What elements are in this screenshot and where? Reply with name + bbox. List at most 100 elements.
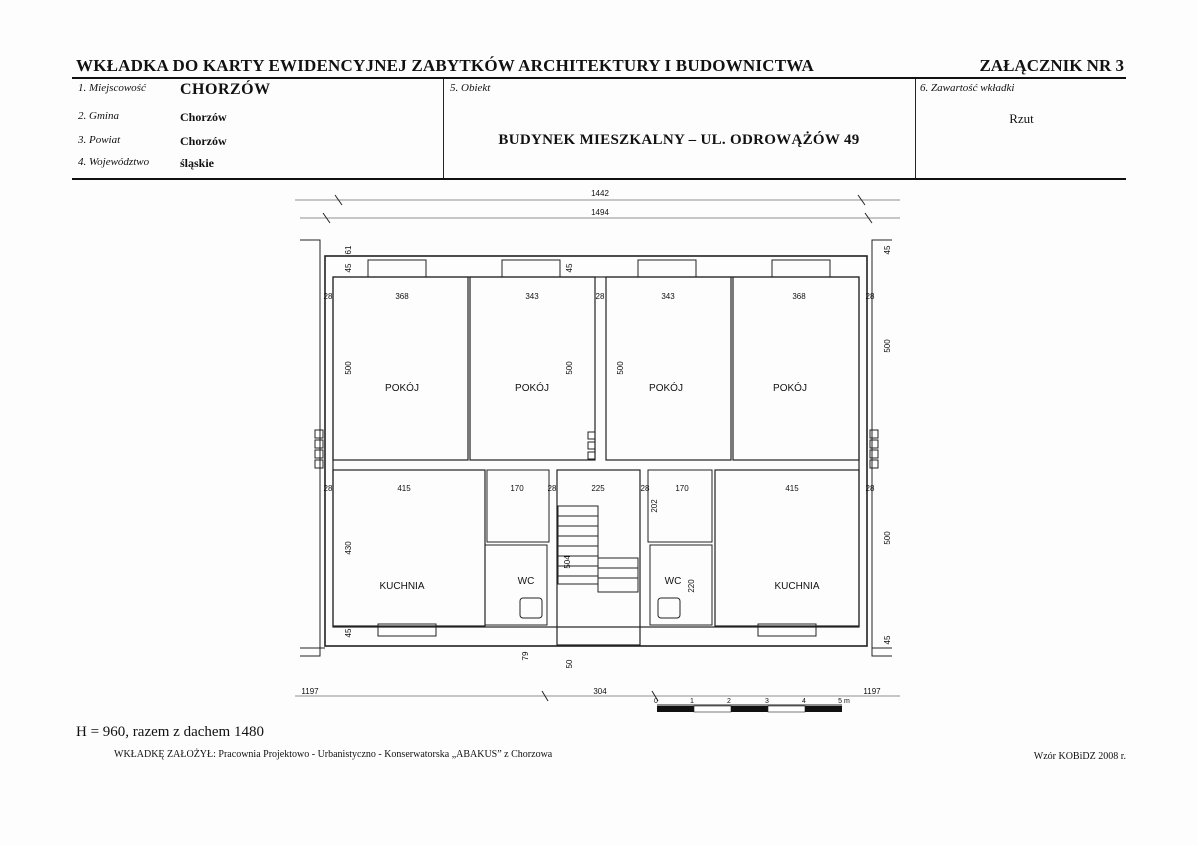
dimension-label: 28 [324,292,333,301]
column-divider [443,79,444,178]
dimension-tick [864,212,873,224]
window [771,259,831,278]
dimension-tick [857,194,866,206]
sheet-title: WKŁADKA DO KARTY EWIDENCYJNEJ ZABYTKÓW A… [76,56,815,75]
dimension-label: 1197 [863,687,881,696]
dimension-label: 45 [344,628,353,637]
dimension-label: 28 [548,484,557,493]
room-outline [469,276,596,461]
voivodeship-label: 4. Województwo [78,156,150,168]
dimension-label: 79 [521,651,530,660]
locality-label: 1. Miejscowość [78,82,146,94]
annex-number: ZAŁĄCZNIK NR 3 [979,56,1124,75]
scale-tick-label: 0 [654,698,658,705]
column-divider [915,79,916,178]
chimney-flue [869,429,879,439]
dimension-label: 170 [675,484,689,493]
dimension-label: 415 [785,484,799,493]
dimension-tick [322,212,331,224]
room-outline [332,469,486,627]
dimension-label: 430 [344,541,353,555]
dimension-label: 61 [344,245,353,254]
dimension-label: 500 [883,339,892,353]
dimension-label: 45 [883,635,892,644]
dimension-label: 225 [591,484,605,493]
dimension-label: 343 [661,292,675,301]
room-outline [647,469,713,543]
dimension-tick [334,194,343,206]
room-outline [649,544,713,626]
commune-value: Chorzów [180,110,227,124]
scale-tick-label: 2 [727,698,731,705]
dimension-label: 1494 [591,208,609,217]
dimension-label: 220 [687,579,696,593]
content-label: 6. Zawartość wkładki [920,82,1015,94]
room-outline [556,469,641,646]
scale-tick-label: 4 [802,698,806,705]
object-label: 5. Obiekt [450,82,491,94]
dimension-tick [541,690,549,702]
floor-plan: 0 1 2 3 4 5 m POKÓJ POKÓJ POKÓJ POKÓJ KU… [295,189,900,713]
content-value: Rzut [1009,111,1034,126]
object-value: BUDYNEK MIESZKALNY – UL. ODROWĄŻÓW 49 [498,132,860,148]
dimension-label: 500 [883,531,892,545]
chimney-flue [869,459,879,469]
dimension-label: 415 [397,484,411,493]
form-model: Wzór KOBiDZ 2008 r. [1033,751,1126,762]
dimension-label: 368 [792,292,806,301]
room-outline [332,276,469,461]
dimension-label: 202 [650,499,659,513]
room-name: WC [665,576,682,587]
dimension-tick [651,690,659,702]
window [757,623,817,637]
wc-fixture [519,597,543,619]
dimension-label: 368 [395,292,409,301]
room-name: POKÓJ [515,381,549,394]
chimney-flue [587,431,596,440]
dimension-label: 28 [596,292,605,301]
chimney-flue [314,429,324,439]
dimension-label: 500 [616,361,625,375]
room-name: WC [518,576,535,587]
dimension-label: 504 [563,555,572,569]
window [637,259,697,278]
scale-tick-label: 5 m [838,698,850,705]
dimension-label: 28 [641,484,650,493]
window [377,623,437,637]
scale-tick-label: 3 [765,698,769,705]
locality-value: CHORZÓW [180,81,271,98]
dimension-label: 1442 [591,189,609,198]
county-value: Chorzów [180,134,227,148]
dimension-label: 304 [593,687,607,696]
room-name: POKÓJ [385,381,419,394]
dimension-label: 500 [344,361,353,375]
dimension-label: 45 [883,245,892,254]
room-name: POKÓJ [773,381,807,394]
chimney-flue [869,449,879,459]
chimney-flue [587,441,596,450]
dimension-label: 45 [344,263,353,272]
dimension-label: 28 [866,484,875,493]
dimension-label: 170 [510,484,524,493]
room-name: KUCHNIA [379,581,424,592]
chimney-flue [869,439,879,449]
header-table: 1. Miejscowość CHORZÓW 2. Gmina Chorzów … [72,77,1126,180]
county-label: 3. Powiat [78,134,121,146]
room-outline [484,544,548,626]
room-outline [714,469,860,627]
chimney-flue [314,449,324,459]
window [367,259,427,278]
dimension-label: 500 [565,361,574,375]
chimney-flue [314,459,324,469]
wc-fixture [657,597,681,619]
inner-wall-line [332,276,860,628]
author-note: WKŁADKĘ ZAŁOŻYŁ: Pracownia Projektowo - … [114,749,553,760]
dimension-label: 343 [525,292,539,301]
room-name: KUCHNIA [774,581,819,592]
window [501,259,561,278]
chimney-flue [314,439,324,449]
room-outline [732,276,860,461]
outer-wall [324,255,868,647]
height-note: H = 960, razem z dachem 1480 [76,724,264,740]
dimension-label: 28 [866,292,875,301]
